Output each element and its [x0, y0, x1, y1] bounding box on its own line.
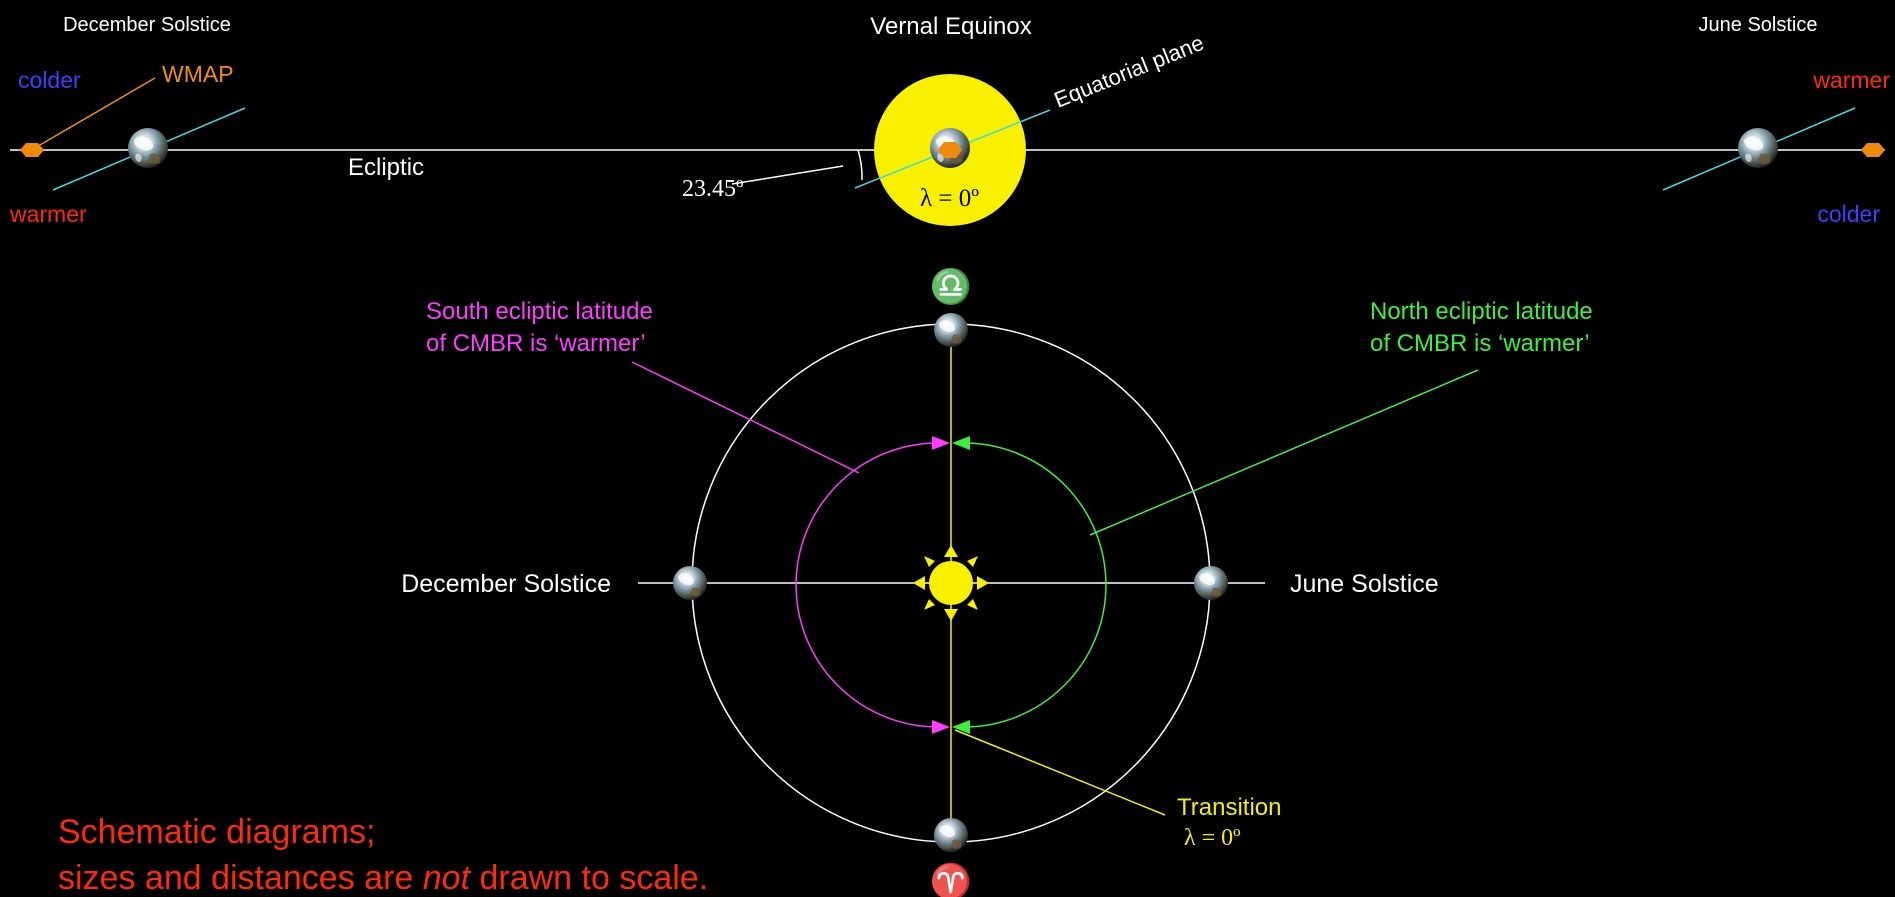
wmap-marker-icon	[938, 142, 962, 158]
footnote-line2-prefix: sizes and distances are	[58, 859, 423, 897]
transition-lambda-label: λ = 0º	[1184, 825, 1241, 851]
orbit-december-solstice-label: December Solstice	[401, 570, 611, 598]
lambda-zero-label: λ = 0º	[920, 185, 979, 212]
ecliptic-label: Ecliptic	[348, 154, 424, 181]
south-warmer-arc	[795, 442, 939, 728]
earth-icon	[934, 313, 968, 347]
vernal-equinox-label: Vernal Equinox	[870, 13, 1031, 40]
orbit-june-solstice-label: June Solstice	[1290, 570, 1439, 598]
earth-icon	[128, 128, 168, 168]
footnote-line2: sizes and distances are not drawn to sca…	[58, 859, 708, 897]
colder-label-left: colder	[18, 67, 81, 93]
tilt-angle-arc	[857, 149, 863, 181]
south-note-line1: South ecliptic latitude	[426, 298, 653, 325]
earth-icon	[1194, 566, 1228, 600]
wmap-marker-icon	[1861, 143, 1885, 157]
earth-icon	[1738, 128, 1778, 168]
sun-icon	[913, 545, 989, 621]
wmap-marker-icon	[20, 143, 44, 157]
colder-label-right: colder	[1817, 201, 1880, 227]
south-note-line2: of CMBR is ‘warmer’	[426, 330, 646, 357]
top-june-solstice-label: June Solstice	[1699, 14, 1818, 36]
equatorial-plane-label: Equatorial plane	[1051, 30, 1208, 113]
tilt-angle-leader	[731, 165, 844, 185]
transition-leader	[954, 729, 1166, 816]
north-arc-arrow-bottom	[952, 720, 970, 734]
wmap-label: WMAP	[162, 61, 234, 87]
earth-icon	[934, 818, 968, 852]
footnote-line2-emphasis: not	[423, 859, 472, 897]
north-note-line2: of CMBR is ‘warmer’	[1370, 330, 1590, 357]
aries-symbol-icon: ♈	[930, 862, 972, 897]
transition-label: Transition	[1177, 794, 1281, 821]
north-note-leader	[1089, 369, 1479, 536]
footnote-line2-suffix: drawn to scale.	[470, 859, 708, 897]
top-december-solstice-label: December Solstice	[63, 14, 231, 36]
south-arc-arrow-bottom	[932, 720, 950, 734]
libra-symbol-icon: ♎	[930, 267, 972, 306]
earth-icon	[673, 566, 707, 600]
south-arc-arrow-top	[932, 436, 950, 450]
warmer-label-right: warmer	[1812, 67, 1890, 93]
wmap-leader-line	[32, 77, 156, 150]
tilt-angle-label: 23.45º	[682, 176, 744, 202]
footnote-line1: Schematic diagrams;	[58, 813, 375, 851]
warmer-label-left: warmer	[9, 201, 87, 227]
north-warmer-arc	[963, 442, 1107, 728]
north-arc-arrow-top	[952, 436, 970, 450]
south-note-leader	[631, 361, 860, 474]
north-note-line1: North ecliptic latitude	[1370, 298, 1593, 325]
